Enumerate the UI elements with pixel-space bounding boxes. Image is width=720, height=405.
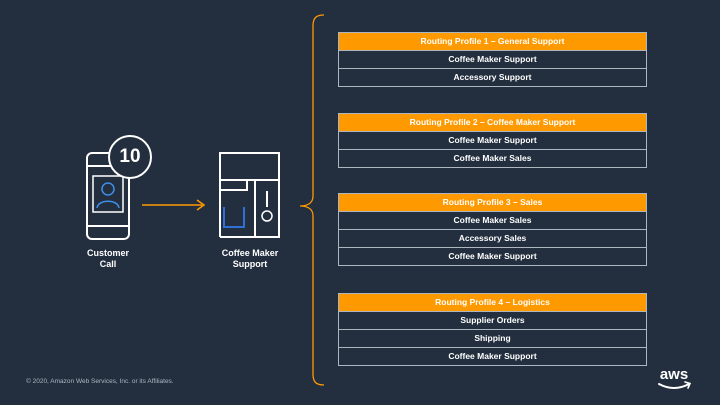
queue-row: Coffee Maker Sales xyxy=(339,211,646,229)
customer-call-label: Customer Call xyxy=(72,248,144,270)
queue-row: Coffee Maker Support xyxy=(339,131,646,149)
queue-row: Shipping xyxy=(339,329,646,347)
queue-label: Coffee Maker Support xyxy=(210,248,290,270)
coffee-maker-icon xyxy=(219,152,280,238)
queue-row: Coffee Maker Support xyxy=(339,247,646,265)
queue-row: Supplier Orders xyxy=(339,311,646,329)
curly-brace-icon xyxy=(299,14,325,386)
queue-row: Coffee Maker Support xyxy=(339,50,646,68)
queue-row: Coffee Maker Support xyxy=(339,347,646,365)
routing-profile-1: Routing Profile 1 – General Support Coff… xyxy=(338,32,647,87)
copyright-footer: © 2020, Amazon Web Services, Inc. or its… xyxy=(26,378,174,385)
queue-row: Coffee Maker Sales xyxy=(339,149,646,167)
queue-row: Accessory Support xyxy=(339,68,646,86)
queue-label-line1: Coffee Maker xyxy=(221,248,279,258)
queue-row: Accessory Sales xyxy=(339,229,646,247)
arrow-right-icon xyxy=(142,199,206,211)
aws-logo-text: aws xyxy=(660,366,688,383)
customer-call-label-line1: Customer xyxy=(86,248,129,258)
routing-profile-4: Routing Profile 4 – Logistics Supplier O… xyxy=(338,293,647,366)
routing-profile-title: Routing Profile 2 – Coffee Maker Support xyxy=(339,114,646,131)
aws-logo: aws xyxy=(658,366,692,389)
call-count-badge: 10 xyxy=(108,135,152,179)
queue-label-line2: Support xyxy=(232,259,268,269)
customer-call-label-line2: Call xyxy=(99,259,117,269)
routing-profile-title: Routing Profile 4 – Logistics xyxy=(339,294,646,311)
routing-profile-title: Routing Profile 1 – General Support xyxy=(339,33,646,50)
routing-profile-2: Routing Profile 2 – Coffee Maker Support… xyxy=(338,113,647,168)
routing-profile-3: Routing Profile 3 – Sales Coffee Maker S… xyxy=(338,193,647,266)
routing-profile-title: Routing Profile 3 – Sales xyxy=(339,194,646,211)
